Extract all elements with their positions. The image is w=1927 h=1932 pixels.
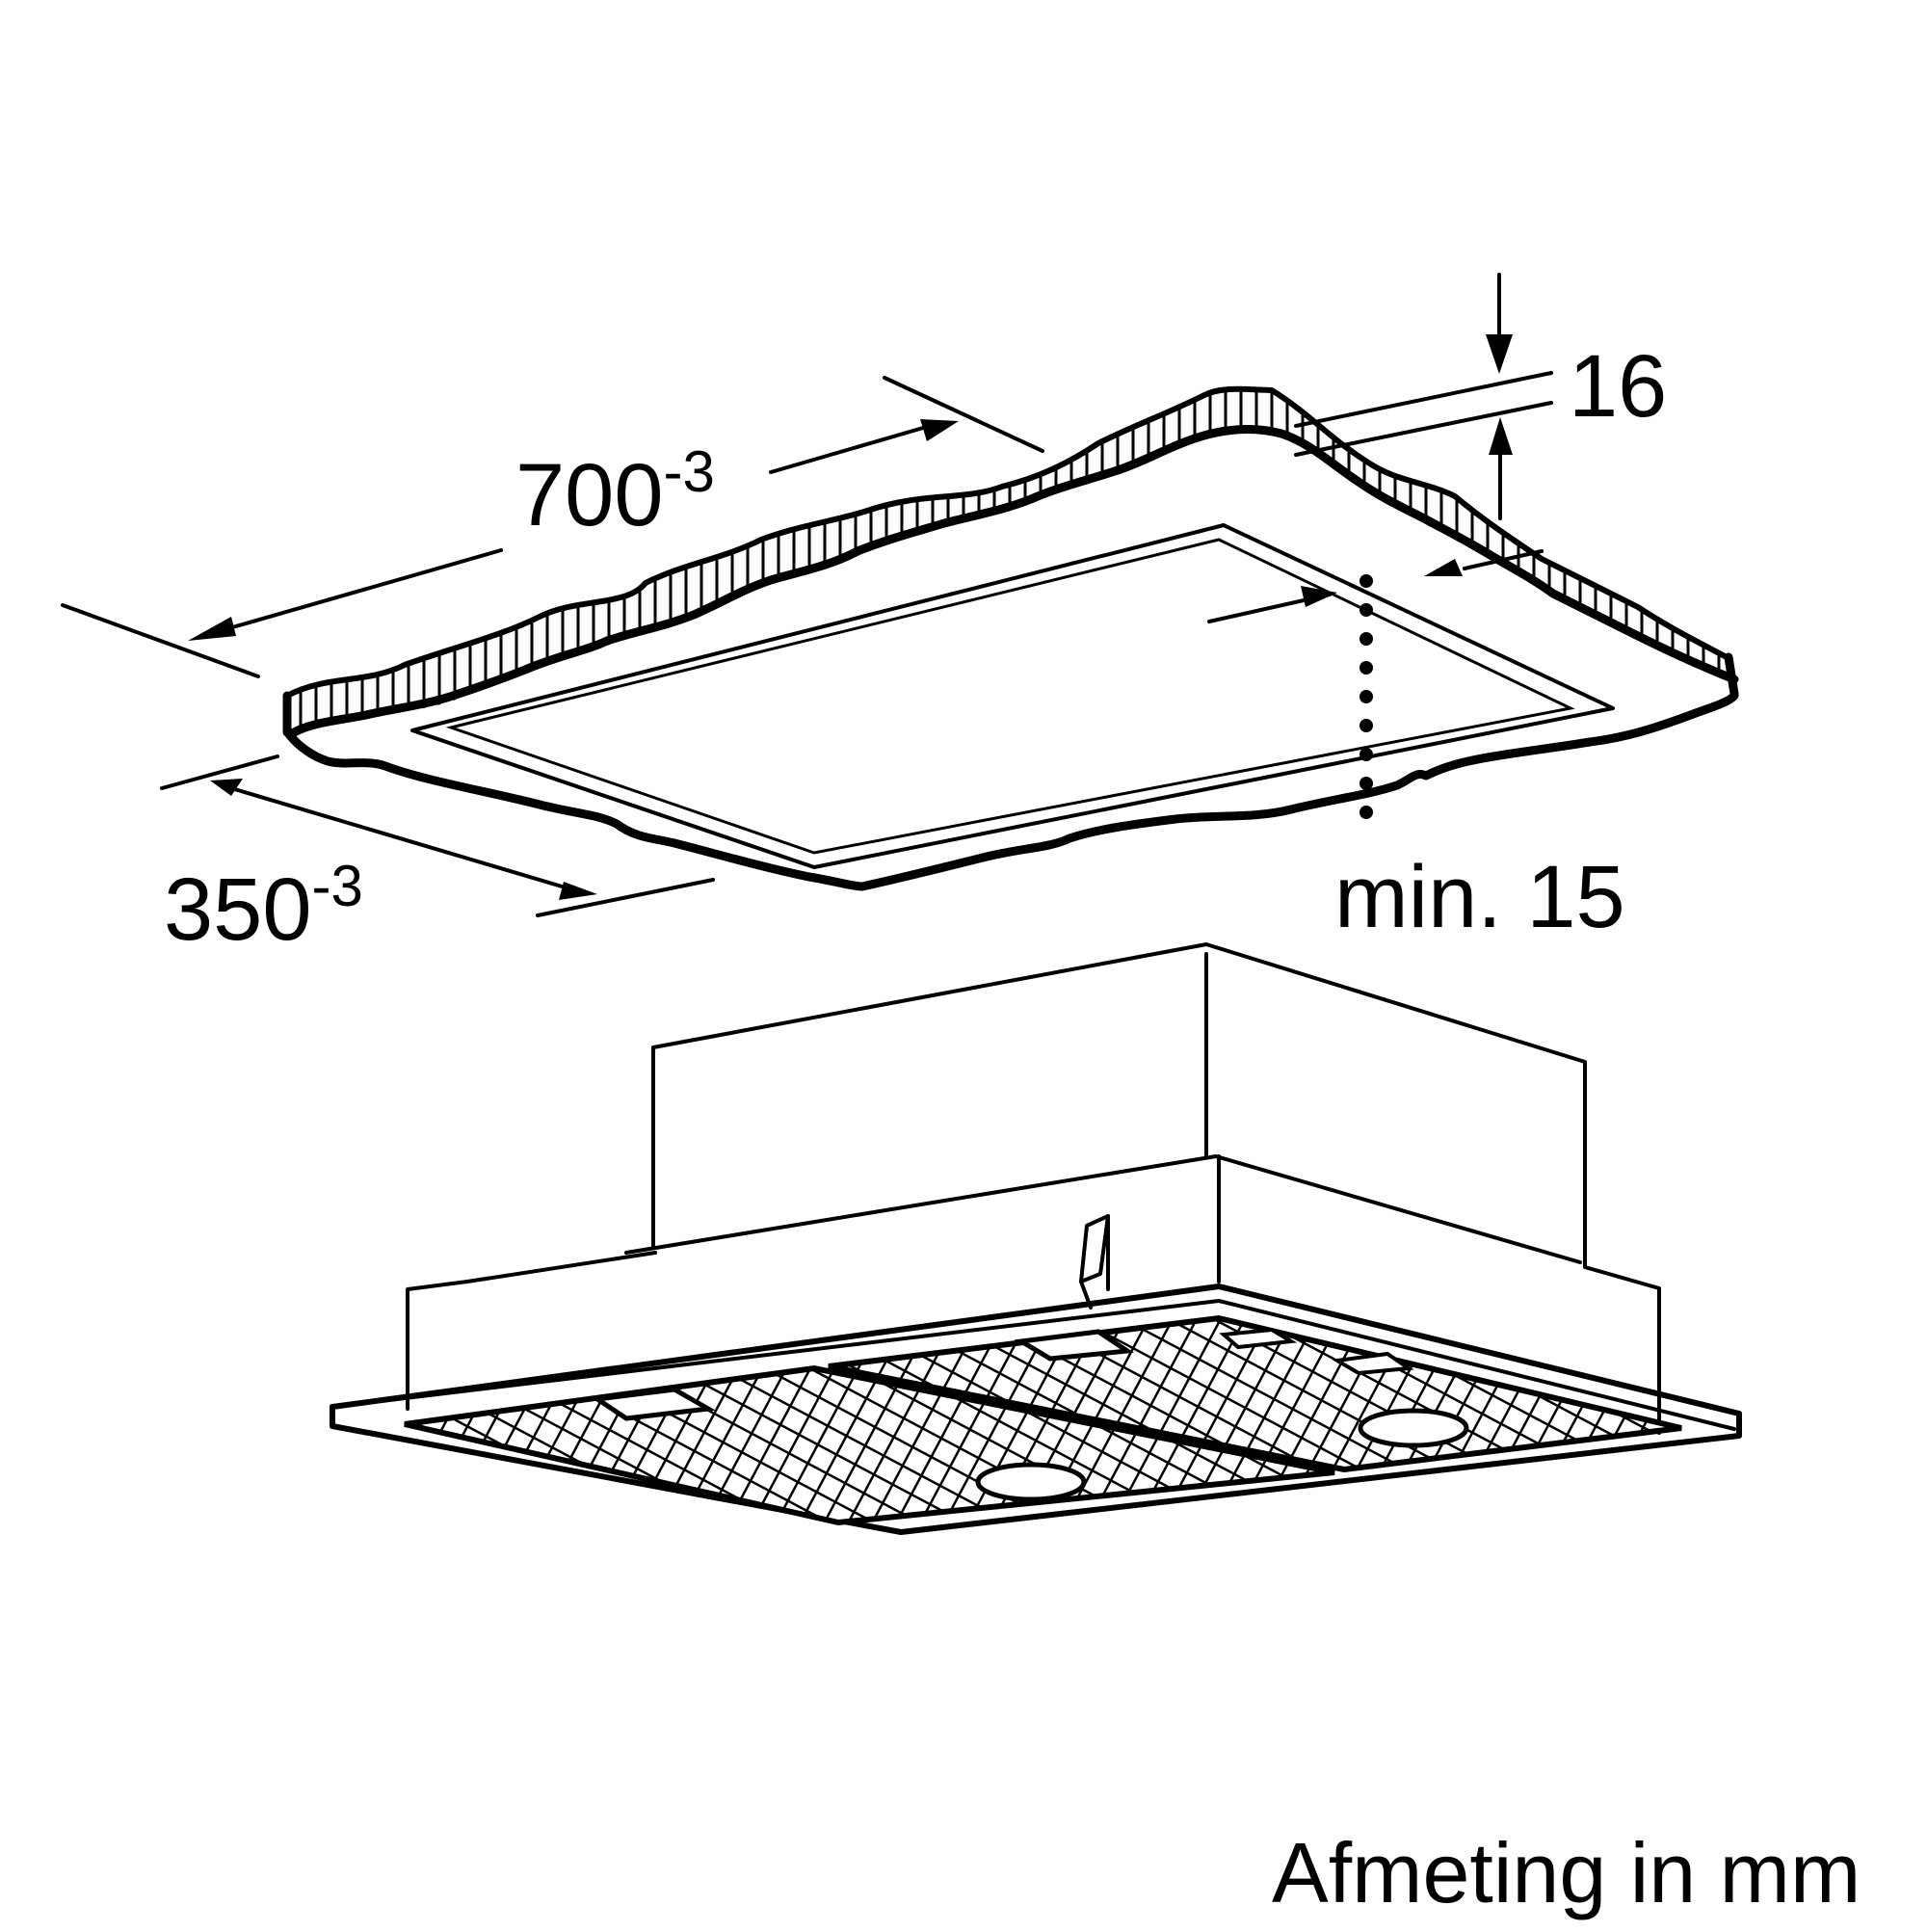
extension-line-700-right xyxy=(883,376,1044,453)
cutout-edge-inner xyxy=(286,424,1739,739)
filter-clip-2 xyxy=(1332,1351,1414,1376)
housing-outline-upper xyxy=(651,942,1587,1264)
dimension-min15 xyxy=(1207,549,1544,819)
dimension-16 xyxy=(1294,273,1553,520)
dimension-label-16: 16 xyxy=(1569,337,1668,436)
dim-line-min15-right xyxy=(1463,549,1544,570)
cooker-hood xyxy=(330,942,1742,1535)
dotted-reference-line xyxy=(1359,574,1373,819)
switch-front xyxy=(1079,1214,1110,1284)
arrowhead-icon xyxy=(1486,334,1513,374)
filter-handle-left xyxy=(591,1387,716,1421)
arrowhead-icon xyxy=(1424,559,1463,576)
hood-switch xyxy=(1079,1214,1110,1310)
frame-top-edge xyxy=(330,1299,1736,1431)
lower-housing-left xyxy=(406,1251,657,1411)
light-left-icon xyxy=(975,1462,1087,1502)
extension-line-700-left xyxy=(61,603,260,678)
extension-line-350-left xyxy=(160,754,279,790)
hood-frame xyxy=(330,1284,1742,1535)
dimension-tolerance-350: -3 xyxy=(311,854,363,918)
dimension-350 xyxy=(160,754,715,917)
dimension-label-350: 350-3 xyxy=(164,858,363,955)
cutout-opening-inner xyxy=(445,538,1575,855)
arrowhead-icon xyxy=(559,882,597,900)
arrowhead-icon xyxy=(210,779,243,796)
dim-line-350 xyxy=(220,783,580,893)
dim-line-700-right xyxy=(769,424,932,474)
light-right-icon xyxy=(1358,1408,1469,1448)
frame-outline xyxy=(330,1284,1742,1535)
dimension-tolerance-700: -3 xyxy=(663,439,715,504)
extension-line-350-right xyxy=(536,878,715,917)
dim-line-700-left xyxy=(200,548,503,638)
dimension-label-min15: min. 15 xyxy=(1334,848,1625,946)
dimension-700 xyxy=(61,376,1044,678)
unit-note: Afmeting in mm xyxy=(1272,1825,1861,1920)
dimension-value-700: 700 xyxy=(515,446,664,544)
filter-clip-1 xyxy=(1219,1327,1298,1350)
cutout-end-right xyxy=(1724,652,1739,699)
extension-line-16-bottom xyxy=(1294,401,1553,457)
arrowhead-icon xyxy=(1489,417,1513,455)
filter-handle-right xyxy=(1014,1329,1135,1362)
cutout-edge-hatch xyxy=(289,388,1734,732)
lower-housing-right xyxy=(1583,1260,1661,1435)
cutout-panel xyxy=(282,385,1739,891)
dimension-value-350: 350 xyxy=(164,860,312,959)
housing-seam xyxy=(624,1154,1582,1264)
lower-housing xyxy=(406,1251,1661,1435)
dimension-label-700: 700-3 xyxy=(515,443,715,541)
cutout-edge-top xyxy=(284,385,1729,699)
cutout-opening-outer xyxy=(410,523,1615,869)
motor-housing xyxy=(624,942,1587,1284)
arrowhead-icon xyxy=(188,617,236,641)
arrowhead-icon xyxy=(920,419,959,441)
cutout-edge-bottom xyxy=(284,691,1739,891)
arrowhead-icon xyxy=(1301,586,1337,607)
extension-line-16-top xyxy=(1294,371,1553,428)
